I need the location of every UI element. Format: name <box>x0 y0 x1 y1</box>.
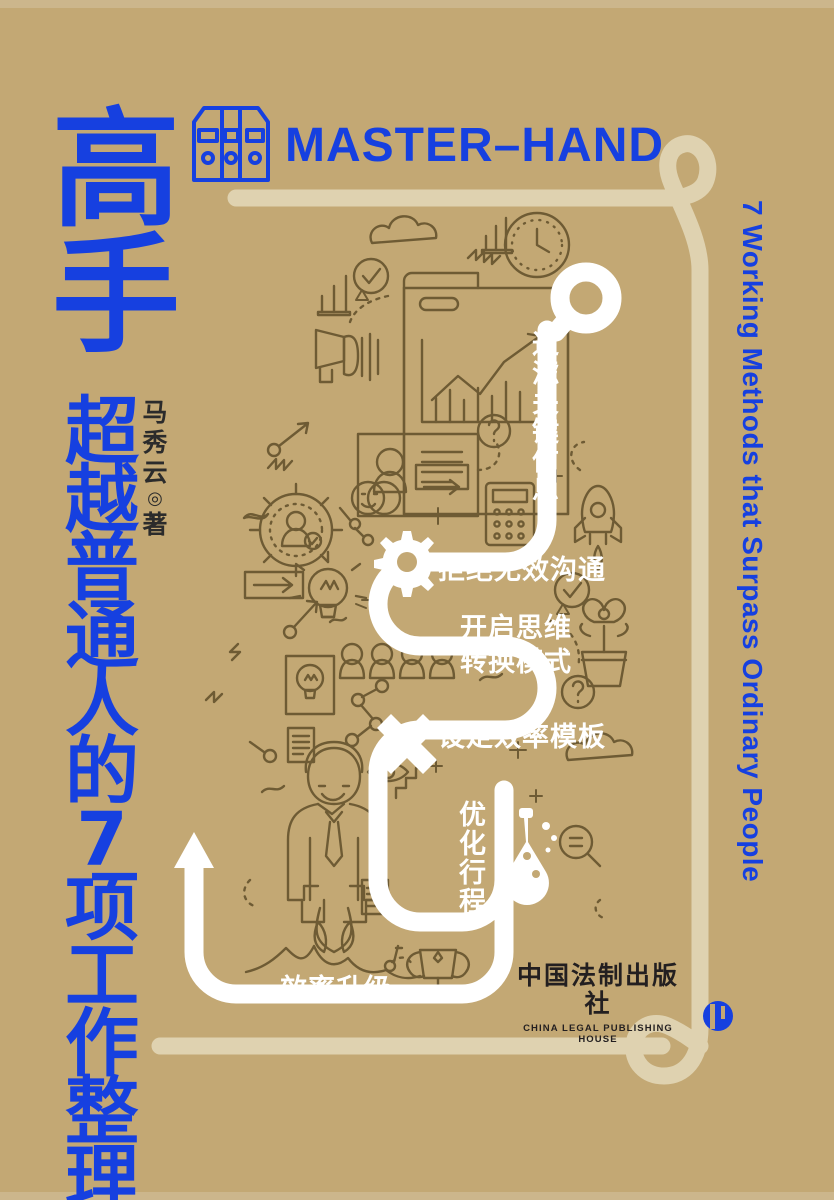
path-label-refuse-ineffective-communication: 拒绝无效沟通 <box>438 555 606 586</box>
subtitle-char: 作 <box>65 1001 139 1087</box>
page-title: 高 手 <box>52 96 202 371</box>
latin-title: MASTER–HAND <box>285 119 665 172</box>
path-label-optimize-itinerary: 优化行程 <box>454 800 485 916</box>
subtitle-char: 工 <box>65 933 139 1019</box>
path-label-switch-thinking-mode: 开启思维 转换模式 <box>452 612 580 680</box>
subtitle-char: 超 <box>65 389 139 475</box>
path-label-line-2: 转换模式 <box>460 647 572 678</box>
subtitle-char: 越 <box>65 457 139 543</box>
cloud-icon <box>369 215 438 245</box>
path-label-efficiency-upgrade: 效率升级 <box>280 974 392 1005</box>
subtitle-char: 7 <box>76 797 128 883</box>
subtitle-char: 通 <box>65 593 139 679</box>
author-char: 秀 <box>142 428 168 457</box>
cross-icon <box>377 714 437 774</box>
gear-icon <box>374 531 440 597</box>
english-subtitle-wrap: 7 Working Methods that Surpass Ordinary … <box>736 200 776 1060</box>
title-char-1: 高 <box>52 96 181 245</box>
rocket-icon <box>580 484 616 534</box>
subtitle-char: 普 <box>65 525 139 611</box>
subtitle: 超 越 普 通 人 的 7 项 工 作 整 理 法 <box>58 389 146 1200</box>
title-char-2: 手 <box>52 222 181 371</box>
publisher-name-en: CHINA LEGAL PUBLISHING HOUSE <box>523 1023 673 1045</box>
author-name: 马 秀 云 ◎ 著 <box>127 398 183 540</box>
bottom-edge-band <box>0 1192 834 1200</box>
top-edge-band <box>0 0 834 8</box>
trophy-icon <box>418 948 458 980</box>
author-char: 云 <box>142 458 168 487</box>
path-label-line-1: 开启思维 <box>460 613 572 644</box>
author-role: 著 <box>142 510 168 539</box>
path-label-filter-key-info: 过滤关键信息 <box>527 330 558 504</box>
author-mark: ◎ <box>147 488 163 509</box>
publisher-logo-mark <box>703 1001 733 1031</box>
publisher-name-cn: 中国法制出版社 <box>516 961 679 1018</box>
businessman-icon <box>306 746 362 806</box>
subtitle-char: 人 <box>65 661 139 747</box>
subtitle-char: 整 <box>65 1069 139 1155</box>
english-subtitle: 7 Working Methods that Surpass Ordinary … <box>737 200 768 883</box>
publisher: 中国法制出版社 CHINA LEGAL PUBLISHING HOUSE <box>508 961 688 1046</box>
author-char: 马 <box>142 398 168 427</box>
three-binders-icon <box>192 106 270 182</box>
subtitle-char: 理 <box>65 1137 139 1200</box>
subtitle-char: 的 <box>65 729 139 815</box>
path-label-set-efficiency-template: 设定效率模板 <box>438 722 606 753</box>
subtitle-char: 项 <box>65 865 139 951</box>
flask-icon <box>505 808 557 905</box>
